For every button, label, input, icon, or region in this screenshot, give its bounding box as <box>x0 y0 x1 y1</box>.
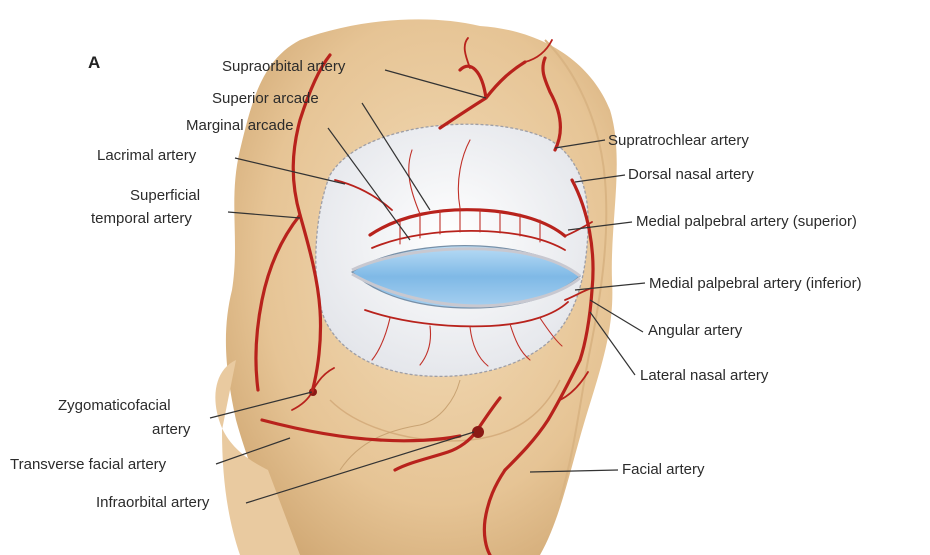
label-zygomaticofacial-line2: artery <box>152 421 191 438</box>
label-superficial-temporal-line1: Superficial <box>130 187 200 204</box>
label-angular-artery: Angular artery <box>648 322 743 339</box>
label-dorsal-nasal-artery: Dorsal nasal artery <box>628 166 754 183</box>
label-superficial-temporal-line2: temporal artery <box>91 210 192 227</box>
panel-letter: A <box>88 53 100 72</box>
label-zygomaticofacial-line1: Zygomaticofacial <box>58 397 171 414</box>
label-superior-arcade: Superior arcade <box>212 90 319 107</box>
label-supratrochlear-artery: Supratrochlear artery <box>608 132 749 149</box>
label-medial-palpebral-inferior: Medial palpebral artery (inferior) <box>649 275 862 292</box>
label-marginal-arcade: Marginal arcade <box>186 117 294 134</box>
label-lateral-nasal-artery: Lateral nasal artery <box>640 367 769 384</box>
label-infraorbital-artery: Infraorbital artery <box>96 494 210 511</box>
label-supraorbital-artery: Supraorbital artery <box>222 58 346 75</box>
label-facial-artery: Facial artery <box>622 461 705 478</box>
label-medial-palpebral-superior: Medial palpebral artery (superior) <box>636 213 857 230</box>
label-lacrimal-artery: Lacrimal artery <box>97 147 197 164</box>
label-transverse-facial-artery: Transverse facial artery <box>10 456 167 473</box>
